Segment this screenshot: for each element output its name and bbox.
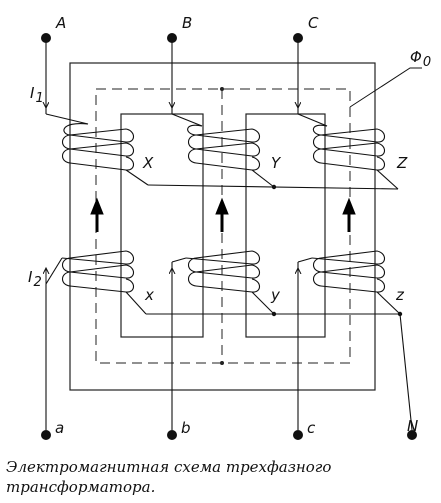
caption-line-1: Электромагнитная схема трехфазного: [6, 458, 332, 476]
caption-line-2: трансформатора.: [6, 478, 156, 496]
label-Z: Z: [396, 154, 408, 172]
label-X: X: [142, 154, 154, 172]
current-arrows: [46, 80, 298, 300]
terminal-dot-N: [407, 430, 417, 440]
terminal-dot-C: [293, 33, 303, 43]
label-Y: Y: [271, 154, 282, 172]
flux-arrows: [90, 197, 356, 232]
primary-winding-c: [297, 38, 399, 190]
secondary-winding-c: [297, 250, 401, 430]
flux-arrow-right: [342, 197, 356, 232]
secondary-nodes: [271, 311, 403, 317]
label-N: N: [407, 417, 418, 435]
flux-arrow-left: [90, 197, 104, 232]
figure-caption: Электромагнитная схема трехфазного транс…: [6, 457, 436, 497]
label-current-secondary: I2: [28, 268, 42, 290]
primary-neutral-node: [271, 184, 277, 190]
magnetic-core: [69, 62, 376, 391]
label-b: b: [181, 419, 191, 437]
neutral-wire: [399, 313, 413, 431]
label-current-primary: I1: [30, 84, 44, 106]
flux-leader-line: [349, 67, 422, 108]
label-flux: Φ0: [410, 48, 431, 70]
label-y: y: [270, 286, 281, 304]
label-x: x: [144, 286, 154, 304]
label-a: a: [55, 419, 64, 437]
label-B: B: [182, 14, 192, 32]
terminal-dot-A: [41, 33, 51, 43]
label-c: c: [307, 419, 316, 437]
label-C: C: [308, 14, 319, 32]
flux-path-ends: [220, 87, 224, 365]
terminals: [41, 33, 417, 440]
terminal-dot-b: [167, 430, 177, 440]
terminal-dot-a: [41, 430, 51, 440]
terminal-dot-c: [293, 430, 303, 440]
secondary-winding-b: [171, 250, 275, 430]
label-z: z: [395, 286, 405, 304]
primary-winding-b: [171, 38, 275, 188]
flux-arrow-middle: [215, 197, 229, 232]
secondary-winding-a: [45, 250, 400, 430]
label-A: A: [55, 14, 66, 32]
terminal-dot-B: [167, 33, 177, 43]
